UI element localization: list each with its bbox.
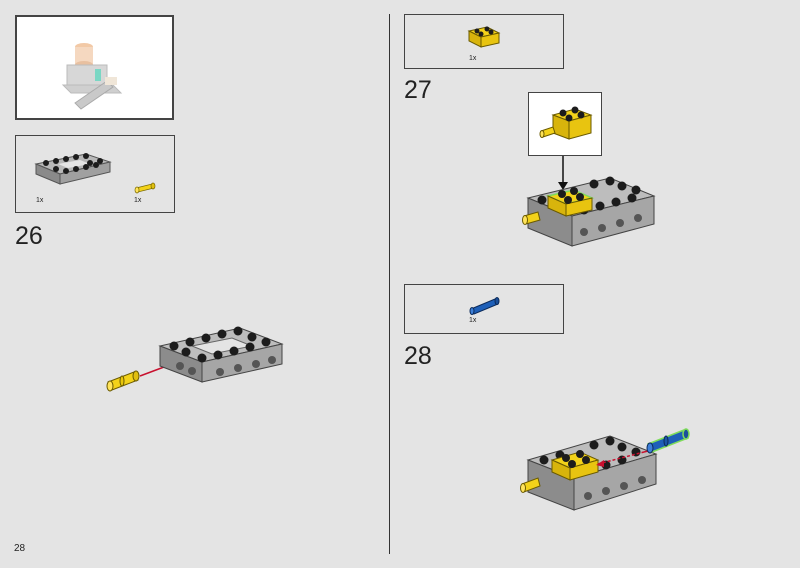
step-26-build-illustration [106,326,284,392]
yellow-brick-with-pin [522,187,595,225]
part-quantity: 1x [134,197,142,204]
part-quantity: 1x [36,197,44,204]
yellow-axle-pin [106,370,140,392]
gray-technic-frame [526,176,656,247]
step-number: 27 [404,76,432,104]
yellow-brick-with-pin-part-icon [467,26,501,48]
step-28-build-illustration [520,428,690,511]
step-number: 28 [404,342,432,370]
part-quantity: 1x [469,317,477,324]
step-27-build-illustration [522,156,656,247]
yellow-axle-pin-part-icon [134,182,156,194]
page-divider [389,14,390,554]
yellow-brick-with-pin-detail [539,106,593,140]
blue-axle-pin-part-icon [469,297,500,315]
placement-arrow [558,156,568,190]
submodel-preview-callout [15,15,174,120]
gray-frame-part-icon [34,153,112,185]
page-number: 28 [14,543,26,554]
step-27-parts-list: 1x [404,14,564,69]
step-27-detail-callout [528,92,602,156]
step-number: 26 [15,222,43,250]
step-28-parts-list: 1x [404,284,564,334]
yellow-brick-with-pin [520,450,600,493]
gray-technic-frame [158,326,284,383]
submodel-preview-illustration [61,43,123,110]
blue-axle-pin [646,428,690,454]
step-26-parts-list: 1x 1x [15,135,175,213]
part-quantity: 1x [469,55,477,62]
